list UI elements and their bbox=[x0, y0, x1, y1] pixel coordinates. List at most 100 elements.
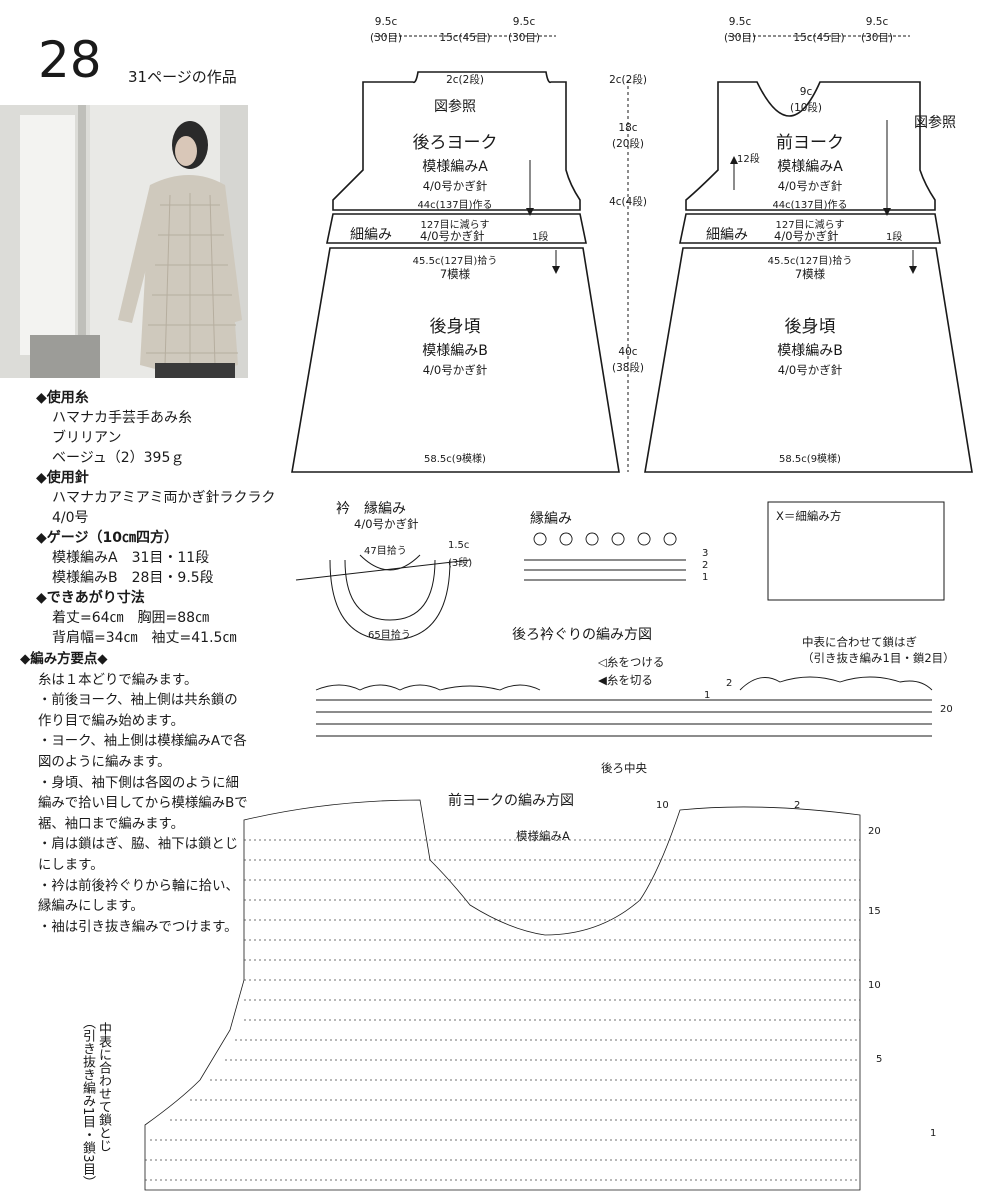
front-side-width-r: 9.5c bbox=[865, 16, 889, 28]
fy-row-1: 1 bbox=[930, 1128, 937, 1139]
back-center: 後ろ中央 bbox=[601, 761, 647, 775]
front-neck-width: 15c(45目) bbox=[793, 32, 845, 44]
back-pickup: 45.5c(127目)拾う bbox=[412, 256, 498, 267]
edging-row-3: 3 bbox=[702, 548, 709, 559]
yarn-heading: ◆使用糸 bbox=[36, 390, 89, 406]
yarn-line: ブリリアン bbox=[52, 430, 122, 446]
instruction-item: 糸は１本どりで編みます。 bbox=[38, 672, 198, 688]
front-hem: 58.5c(9模様) bbox=[779, 454, 841, 465]
back-body-hook: 4/0号かぎ針 bbox=[422, 363, 488, 377]
collar-title: 衿 縁編み bbox=[336, 501, 406, 517]
instruction-item: ・袖は引き抜き編みでつけます。 bbox=[38, 919, 238, 935]
edging-row-2: 2 bbox=[702, 560, 709, 571]
back-yoke-hook: 4/0号かぎ針 bbox=[422, 179, 488, 193]
front-body-title: 後身頃 bbox=[784, 317, 836, 337]
back-sc-hook: 4/0号かぎ針 bbox=[420, 229, 485, 243]
vdim-band: 4c(4段) bbox=[609, 196, 647, 208]
vdim-body: 40c bbox=[618, 346, 638, 358]
back-row1: 1段 bbox=[532, 232, 549, 243]
front-sc-hook: 4/0号かぎ針 bbox=[774, 229, 839, 243]
edging-stitches bbox=[524, 532, 686, 581]
front-rows12: 12段 bbox=[737, 154, 760, 165]
front-yoke-chart-title: 前ヨークの編み方図 bbox=[448, 793, 574, 809]
back-side-stitches-r: (30目) bbox=[507, 32, 541, 44]
back-neck-chart-title: 後ろ衿ぐりの編み方図 bbox=[512, 627, 652, 643]
front-side-stitches-r: (30目) bbox=[860, 32, 894, 44]
vdim-neck: 2c(2段) bbox=[609, 74, 647, 86]
back-hem: 58.5c(9模様) bbox=[424, 454, 486, 465]
back-neck-width: 15c(45目) bbox=[439, 32, 491, 44]
front-body-hook: 4/0号かぎ針 bbox=[777, 363, 843, 377]
front-yoke-chart-pattern: 模様編みA bbox=[516, 829, 570, 843]
back-ref: 図参照 bbox=[434, 99, 476, 115]
fy-row-20: 20 bbox=[868, 826, 881, 837]
front-yoke-chart bbox=[144, 799, 861, 1191]
materials-block: ◆使用糸 ハマナカ手芸手あみ糸 ブリリアン ベージュ（2）395ｇ ◆使用針 ハ… bbox=[36, 388, 276, 648]
back-neck-row-1: 1 bbox=[704, 690, 711, 701]
sc-legend-title: X＝細編み方 bbox=[776, 509, 842, 523]
model-photo bbox=[0, 105, 248, 378]
collar-front-pickup: 47目拾う bbox=[364, 546, 407, 557]
fy-side-10: 10 bbox=[656, 800, 669, 811]
needle-line: ハマナカアミアミ両かぎ針ラクラク bbox=[52, 490, 276, 506]
front-pattern-b: 模様編みB bbox=[777, 343, 843, 359]
needle-heading: ◆使用針 bbox=[36, 470, 89, 486]
front-sc-band bbox=[679, 213, 941, 244]
join-note-detail: （引き抜き編み1目・鎖2目） bbox=[802, 651, 955, 665]
front-pickup: 45.5c(127目)拾う bbox=[767, 256, 853, 267]
back-pattern-a: 模様編みA bbox=[422, 159, 488, 175]
back-sc-label: 細編み bbox=[350, 227, 392, 243]
instructions-block: ◆編み方要点◆ 糸は１本どりで編みます。 ・前後ヨーク、袖上側は共糸鎖の作り目で… bbox=[20, 650, 248, 938]
collar-back-pickup: 65目拾う bbox=[368, 630, 411, 641]
back-sc-band bbox=[326, 213, 587, 244]
back-neck-row-20: 20 bbox=[940, 704, 953, 715]
collar-rows: (3段) bbox=[448, 558, 473, 569]
back-neck-chart bbox=[315, 676, 933, 737]
front-sc-label: 細編み bbox=[706, 227, 748, 243]
vdim-yoke-rows: (20段) bbox=[611, 138, 645, 150]
instruction-item: ・衿は前後衿ぐりから輪に拾い、縁編みにします。 bbox=[38, 878, 239, 915]
front-repeats: 7模様 bbox=[794, 267, 826, 281]
gauge-heading: ◆ゲージ（10㎝四方） bbox=[36, 530, 178, 546]
front-yoke-title: 前ヨーク bbox=[776, 133, 844, 153]
yarn-line: ベージュ（2）395ｇ bbox=[52, 450, 185, 466]
back-side-width: 9.5c bbox=[374, 16, 398, 28]
join-note: 中表に合わせて鎖はぎ bbox=[802, 635, 917, 649]
back-repeats: 7模様 bbox=[439, 267, 471, 281]
back-yoke-outline bbox=[332, 71, 581, 211]
back-neck-row-2: 2 bbox=[726, 678, 733, 689]
front-neck-w: 9c bbox=[799, 86, 813, 98]
front-yoke-base: 44c(137目)作る bbox=[772, 200, 848, 211]
edging-title: 縁編み bbox=[530, 511, 572, 527]
model-photo-image bbox=[0, 105, 248, 378]
back-pattern-b: 模様編みB bbox=[422, 343, 488, 359]
instructions-heading: ◆編み方要点◆ bbox=[20, 652, 108, 667]
back-yoke-title: 後ろヨーク bbox=[412, 133, 498, 153]
side-seam-note-detail: （引き抜き編み1目・鎖3目） bbox=[80, 1016, 95, 1189]
size-line: 着丈=64㎝ 胸囲=88㎝ bbox=[52, 610, 210, 626]
gauge-line: 模様編みB 28目・9.5段 bbox=[52, 570, 214, 586]
collar-width: 1.5c bbox=[448, 540, 470, 551]
front-ref: 図参照 bbox=[914, 115, 956, 131]
back-neck-depth: 2c(2段) bbox=[446, 74, 484, 86]
front-pattern-a: 模様編みA bbox=[777, 159, 843, 175]
front-row1: 1段 bbox=[886, 232, 903, 243]
needle-line: 4/0号 bbox=[52, 510, 89, 526]
instruction-item: ・前後ヨーク、袖上側は共糸鎖の作り目で編み始めます。 bbox=[38, 693, 238, 729]
side-seam-note: 中表に合わせて鎖とじ bbox=[96, 1022, 111, 1152]
front-side-stitches: (30目) bbox=[723, 32, 757, 44]
size-line: 背肩幅=34㎝ 袖丈=41.5㎝ bbox=[52, 630, 237, 646]
instruction-item: ・肩は鎖はぎ、脇、袖下は鎖とじにします。 bbox=[38, 837, 239, 873]
yarn-line: ハマナカ手芸手あみ糸 bbox=[52, 410, 192, 426]
attach-yarn: ◁糸をつける bbox=[598, 655, 665, 669]
cut-yarn: ◀糸を切る bbox=[598, 673, 653, 687]
front-neck-rows: (10段) bbox=[789, 102, 823, 114]
pattern-number: 28 bbox=[38, 31, 102, 89]
back-side-stitches: (30目) bbox=[369, 32, 403, 44]
page-reference: 31ページの作品 bbox=[128, 68, 237, 86]
front-body-outline bbox=[644, 247, 973, 473]
vdim-yoke: 18c bbox=[618, 122, 638, 134]
instruction-item: ・ヨーク、袖上側は模様編みAで各図のように編みます。 bbox=[38, 734, 247, 770]
back-dec: 127目に減らす bbox=[420, 220, 490, 231]
